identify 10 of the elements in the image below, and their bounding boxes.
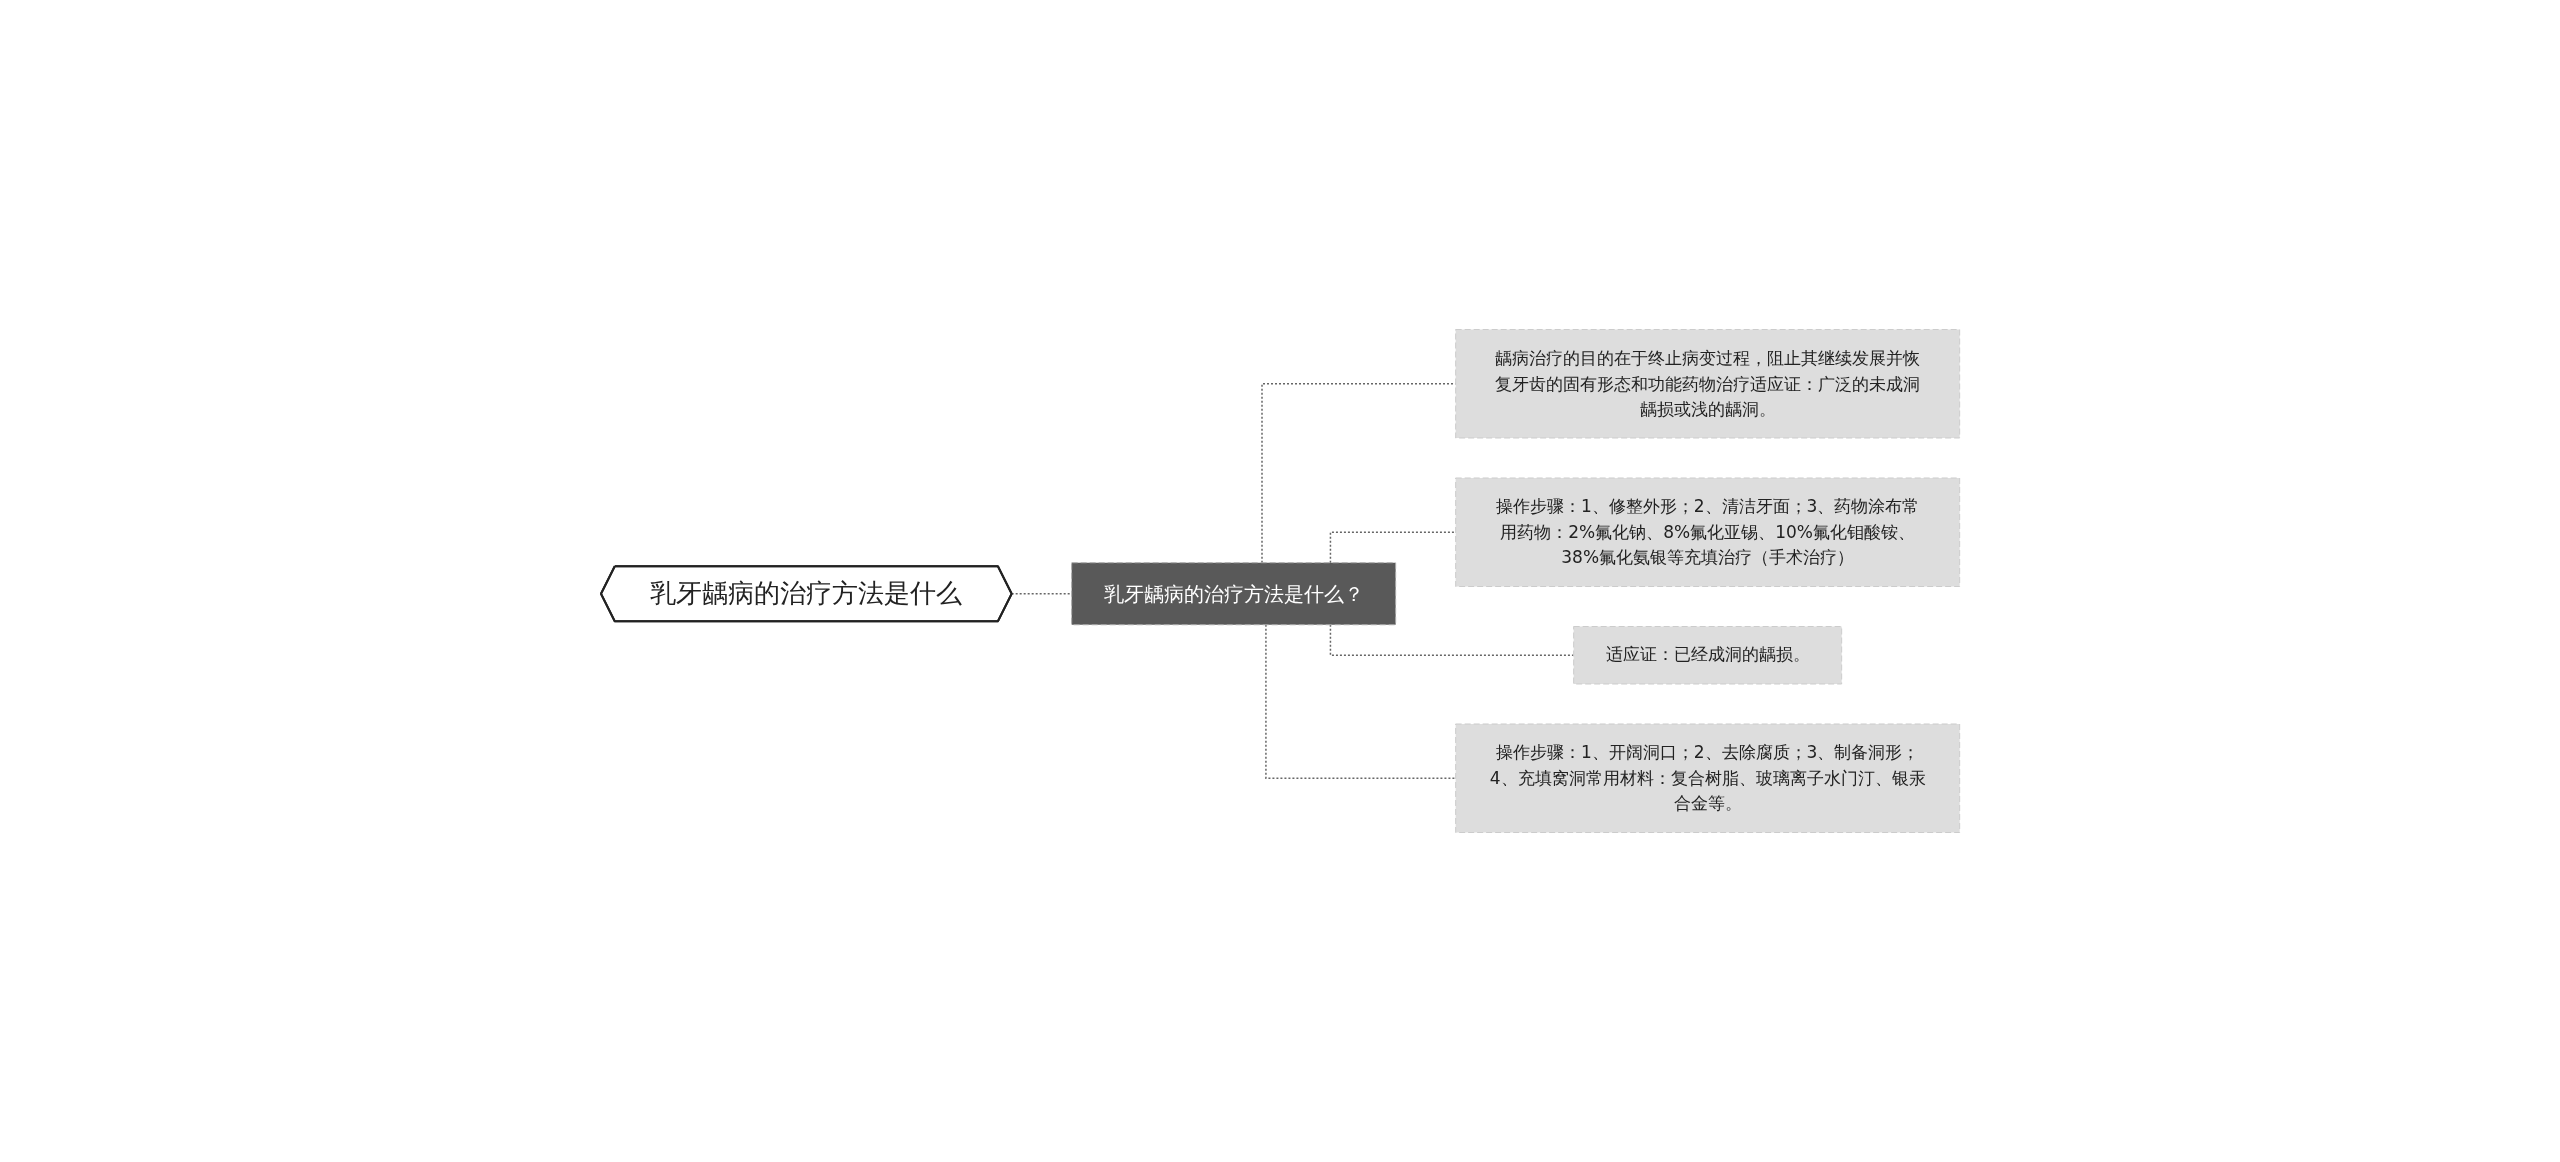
connector [1264,624,1457,779]
node-box: 龋病治疗的目的在于终止病变过程，阻止其继续发展并恢复牙齿的固有形态和功能药物治疗适应证：广泛的未成洞龋损或浅的龋洞。 [1454,329,1960,439]
node-box: 操作步骤：1、开阔洞口；2、去除腐质；3、制备洞形；4、充填窝洞常用材料：复合树脂、玻璃离子水门汀、银汞合金等。 [1454,723,1960,833]
node-box: 乳牙龋病的治疗方法是什么？ [1070,562,1396,626]
connector [1260,383,1457,564]
node-box: 操作步骤：1、修整外形；2、清洁牙面；3、药物涂布常用药物：2%氟化钠、8%氟化亚锡、10%氟化钼酸铵、38%氟化氨银等充填治疗（手术治疗） [1454,477,1960,587]
connector [1329,531,1457,564]
connector [1011,593,1073,595]
node-box: 适应证：已经成洞的龋损。 [1572,626,1842,685]
connector [1329,624,1575,656]
